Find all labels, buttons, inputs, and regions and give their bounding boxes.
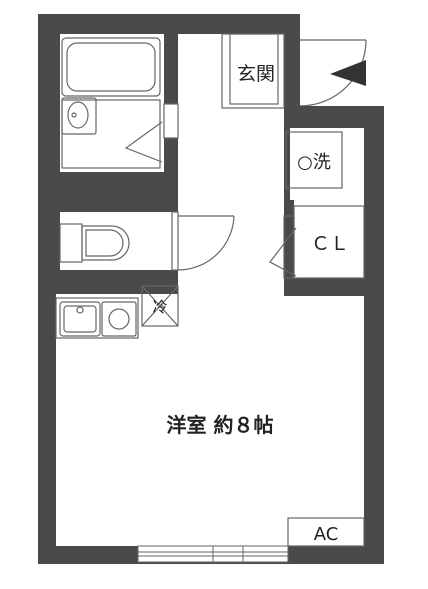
kitchen-fixtures [55, 285, 179, 339]
wall-right-of-door [300, 106, 384, 110]
wall-toilet-bottom [60, 270, 178, 294]
entrance-step-inner [229, 33, 279, 105]
aircon-label: AC [314, 524, 339, 545]
door-swing-arc [299, 39, 367, 107]
toilet-door-frame [171, 211, 179, 271]
wall-closet-bottom [284, 278, 364, 296]
main-room-label: 洋室 約８帖 [167, 413, 274, 437]
fridge-space [141, 285, 179, 327]
stove-burner [108, 308, 130, 330]
wash-basin [61, 97, 97, 135]
toilet-door-arc [177, 215, 235, 271]
window-bottom [137, 545, 289, 563]
laundry-label: ○洗 [297, 152, 331, 173]
space-closet [294, 206, 364, 278]
bath-door-frame [163, 103, 179, 139]
wall-bath-bottom [60, 172, 178, 212]
toilet-fixtures [59, 211, 235, 271]
aircon-box [287, 517, 365, 547]
stove [101, 301, 137, 337]
entrance-label: 玄関 [237, 63, 275, 85]
fridge-label: 冷 [152, 298, 167, 316]
basin-drain [71, 112, 77, 118]
kitchen-sink-inner [63, 305, 97, 333]
bathtub [61, 37, 161, 97]
toilet-bowl [81, 225, 130, 261]
entrance-step [221, 33, 285, 109]
laundry-closet [269, 131, 365, 279]
kitchen-counter [55, 297, 139, 339]
basin-bowl [67, 101, 89, 129]
entrance-arrow-icon [330, 60, 366, 86]
wall-bath-right [164, 34, 178, 104]
wall-right-upper [284, 108, 384, 128]
wall-right-entrance [284, 14, 300, 108]
bath-door-triangle [124, 121, 163, 163]
entrance-door [221, 33, 367, 109]
closet-label: ＣＬ [311, 233, 349, 255]
bathroom-fixtures [61, 37, 179, 169]
kitchen-sink [59, 301, 101, 337]
toilet-bowl-inner [85, 229, 124, 257]
faucet [76, 306, 84, 314]
wall-top-left [38, 14, 300, 34]
closet-door-edge [283, 215, 295, 279]
wall-kitchen-left-cut [38, 294, 60, 344]
wall-closet-left [284, 200, 294, 296]
wash-basin-outline [61, 99, 161, 169]
wall-right [364, 108, 384, 564]
wall-laundry-left [284, 108, 290, 218]
wall-left [38, 14, 60, 564]
fridge-cross-2 [141, 285, 179, 327]
bathtub-inner [66, 42, 156, 92]
space-bath [60, 34, 164, 172]
laundry-pan [285, 131, 343, 189]
space-toilet [60, 212, 178, 270]
wall-bath-right-2 [164, 138, 178, 176]
closet-door-triangle [269, 227, 297, 277]
wall-top-mid [178, 14, 222, 34]
